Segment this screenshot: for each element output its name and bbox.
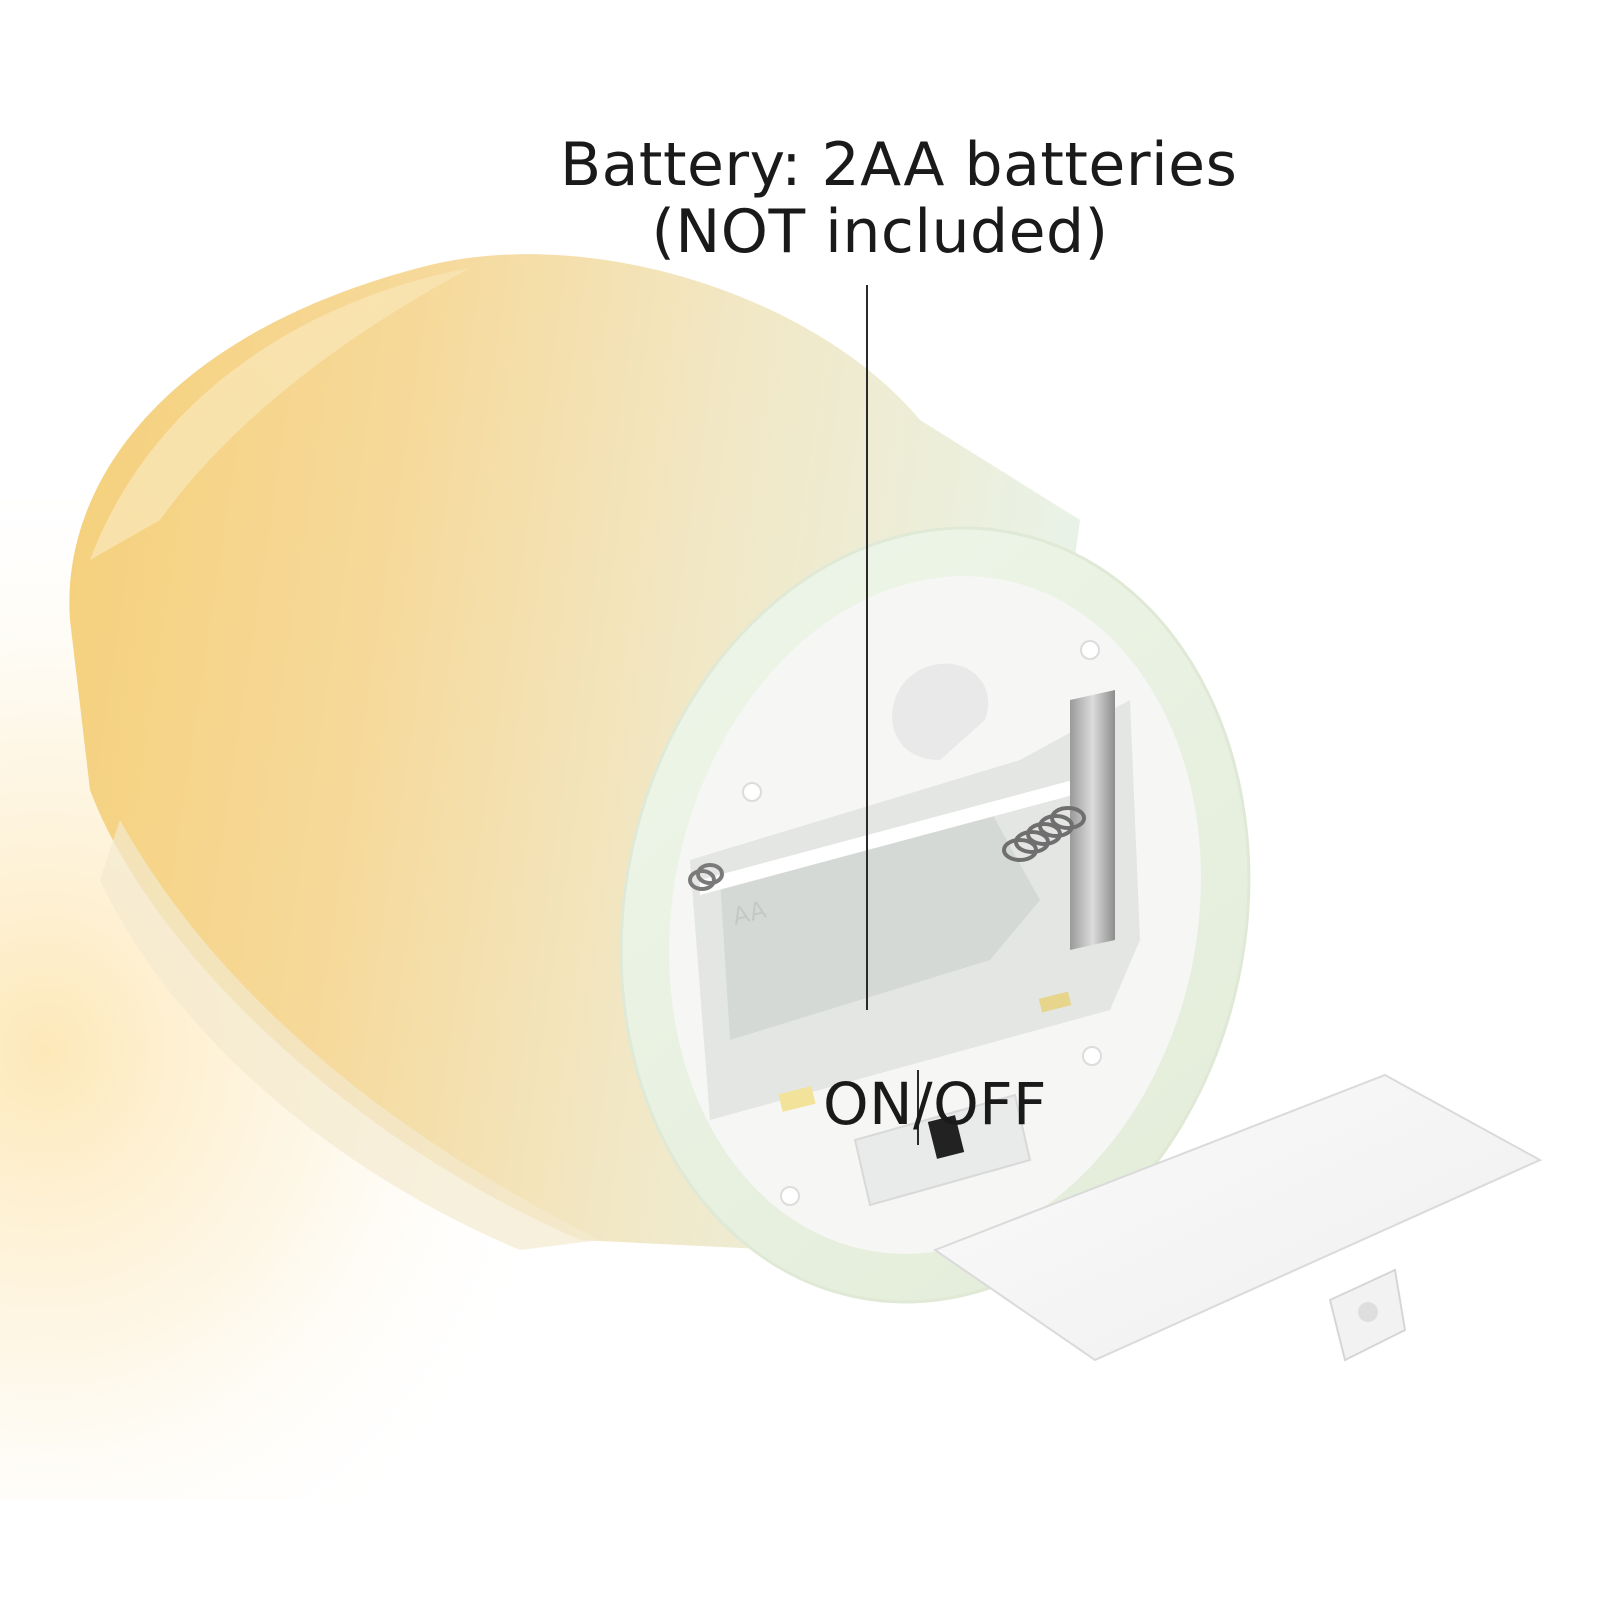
battery-contact-plate [1070,690,1115,950]
battery-spring [1002,806,1086,862]
contact-tab-right [1038,991,1072,1013]
battery-callout-line1: Battery: 2AA batteries [560,130,1238,200]
battery-compartment: AA [688,663,1140,1120]
battery-callout-label: Battery: 2AA batteries (NOT included) [560,130,1238,268]
compartment-screws [742,640,1102,1206]
battery-spring-left [688,863,724,891]
finger-notch [892,663,989,760]
power-switch[interactable] [853,1093,1032,1207]
contact-tab-left [778,1086,816,1112]
battery-cover-lid [932,1073,1543,1362]
battery-callout-line2: (NOT included) [651,197,1109,268]
switch-callout-label: ON/OFF [823,1070,1047,1138]
